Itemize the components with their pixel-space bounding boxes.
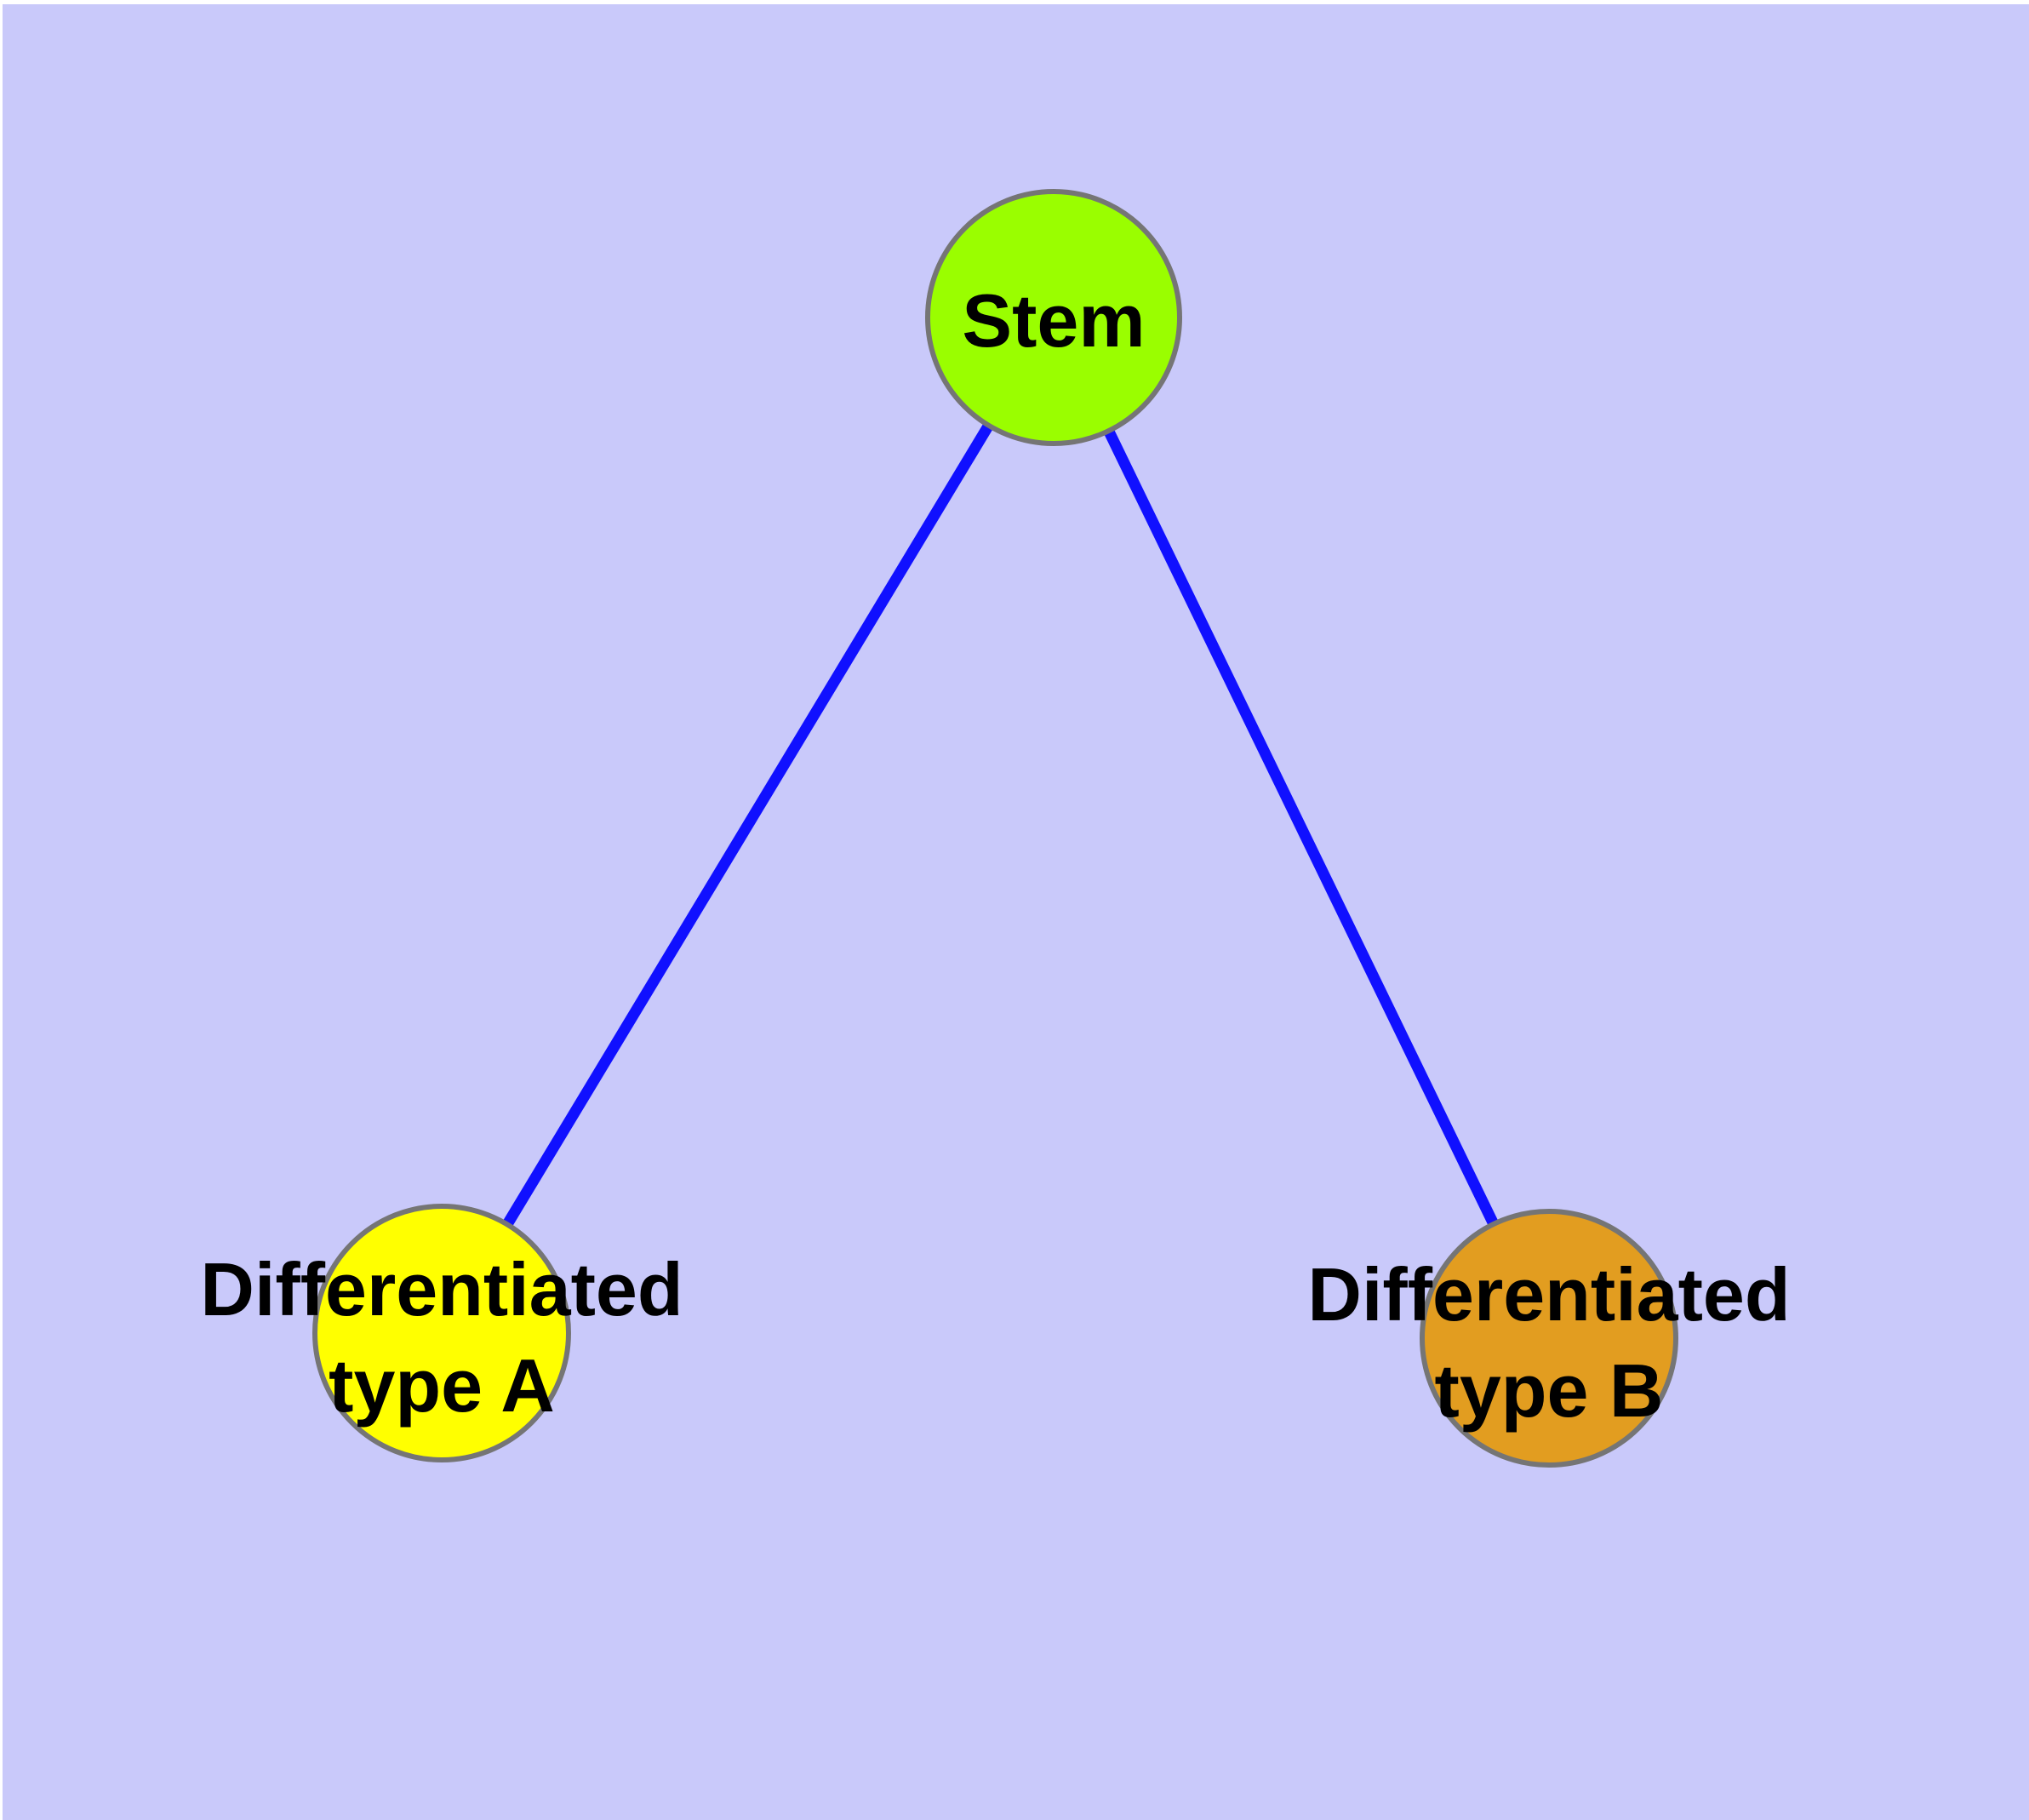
edge-stem-to-type-a — [437, 314, 1059, 1336]
node-stem — [925, 189, 1182, 446]
edge-stem-to-type-b — [1049, 315, 1554, 1341]
node-type-a-label-line2: type A — [329, 1343, 555, 1428]
node-differentiated-type-b — [1420, 1209, 1678, 1468]
node-stem-label: Stem — [962, 278, 1145, 363]
node-type-b-label-line1: Differentiated — [1307, 1252, 1790, 1336]
node-type-a-label-line1: Differentiated — [200, 1247, 683, 1331]
node-differentiated-type-a — [312, 1204, 571, 1462]
node-type-b-label-line2: type B — [1435, 1348, 1664, 1433]
